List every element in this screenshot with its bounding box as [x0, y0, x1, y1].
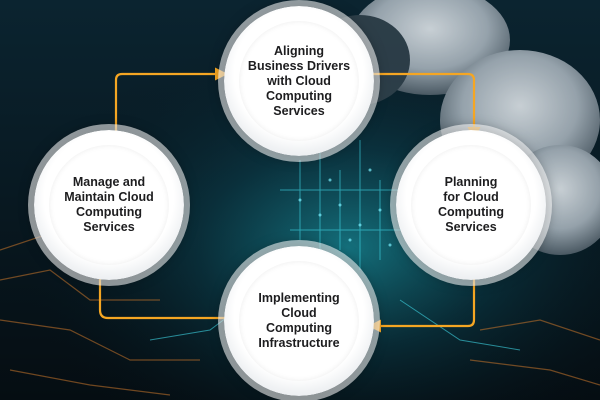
node-aligning-business-drivers: Aligning Business Drivers with Cloud Com… [224, 6, 374, 156]
arrow-right-to-bottom [368, 274, 476, 333]
node-planning-cloud-services: Planning for Cloud Computing Services [396, 130, 546, 280]
arrow-left-to-top [114, 67, 228, 136]
node-implementing-infrastructure: Implementing Cloud Computing Infrastruct… [224, 246, 374, 396]
node-label: Planning for Cloud Computing Services [438, 175, 504, 234]
node-manage-maintain-services: Manage and Maintain Cloud Computing Serv… [34, 130, 184, 280]
node-label: Aligning Business Drivers with Cloud Com… [247, 43, 351, 118]
node-label: Manage and Maintain Cloud Computing Serv… [64, 175, 154, 234]
node-label: Implementing Cloud Computing Infrastruct… [258, 291, 340, 350]
arrow-bottom-to-left [93, 262, 232, 320]
arrow-top-to-right [368, 72, 481, 140]
